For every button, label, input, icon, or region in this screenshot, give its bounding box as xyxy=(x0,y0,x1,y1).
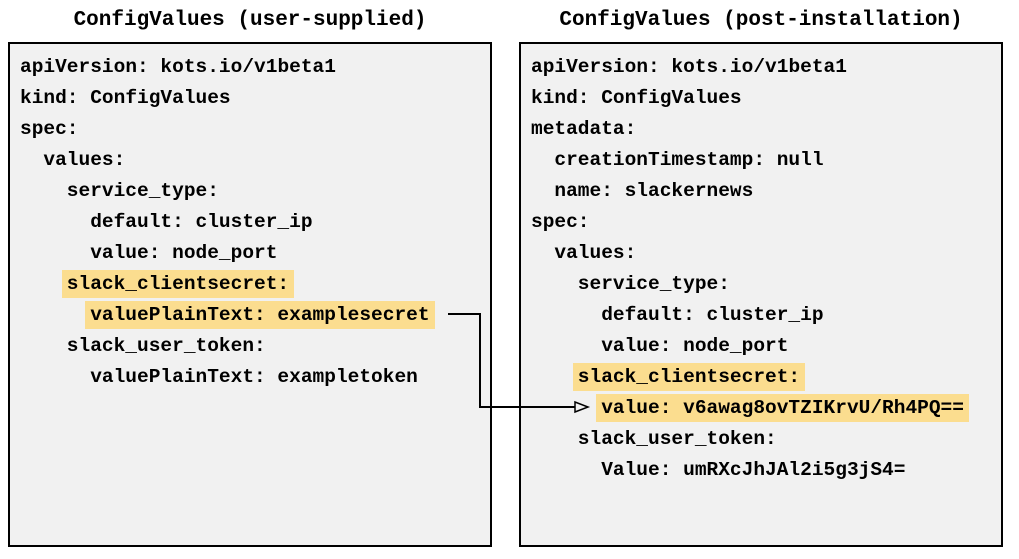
code-line-text: value: node_port xyxy=(90,241,278,264)
code-line: value: node_port xyxy=(531,330,1001,361)
code-line-text: valuePlainText: exampletoken xyxy=(90,365,418,388)
highlighted-line: slack_clientsecret: xyxy=(572,362,806,391)
code-line-text: slack_user_token: xyxy=(66,334,266,357)
code-line-text: Value: umRXcJhJAl2i5g3jS4= xyxy=(601,458,906,481)
code-line-text: kind: ConfigValues xyxy=(20,86,231,109)
code-line: slack_clientsecret: xyxy=(20,268,490,299)
highlighted-line: valuePlainText: examplesecret xyxy=(85,300,435,329)
code-line-text: slack_user_token: xyxy=(577,427,777,450)
code-line: values: xyxy=(531,237,1001,268)
code-line: value: v6awag8ovTZIKrvU/Rh4PQ== xyxy=(531,392,1001,423)
code-line-text: values: xyxy=(43,148,126,171)
code-line-text: default: cluster_ip xyxy=(90,210,313,233)
code-line: service_type: xyxy=(531,268,1001,299)
code-line: service_type: xyxy=(20,175,490,206)
code-line-text: values: xyxy=(554,241,637,264)
panel-title-post-installation: ConfigValues (post-installation) xyxy=(559,9,963,32)
code-line: value: node_port xyxy=(20,237,490,268)
code-line: spec: xyxy=(531,206,1001,237)
code-line: apiVersion: kots.io/v1beta1 xyxy=(20,51,490,82)
config-panel-user-supplied: apiVersion: kots.io/v1beta1 kind: ConfigV… xyxy=(8,42,492,547)
code-line: metadata: xyxy=(531,113,1001,144)
code-line-text: creationTimestamp: null xyxy=(554,148,824,171)
code-line: valuePlainText: examplesecret xyxy=(20,299,490,330)
code-line: spec: xyxy=(20,113,490,144)
code-line: slack_clientsecret: xyxy=(531,361,1001,392)
code-line-text: kind: ConfigValues xyxy=(531,86,742,109)
code-line-text: default: cluster_ip xyxy=(601,303,824,326)
code-line: slack_user_token: xyxy=(531,423,1001,454)
code-line: default: cluster_ip xyxy=(20,206,490,237)
code-line: Value: umRXcJhJAl2i5g3jS4= xyxy=(531,454,1001,485)
code-line: creationTimestamp: null xyxy=(531,144,1001,175)
config-panel-post-installation: apiVersion: kots.io/v1beta1 kind: ConfigV… xyxy=(519,42,1003,547)
code-line-text: metadata: xyxy=(531,117,637,140)
code-line-text: spec: xyxy=(20,117,79,140)
code-line-text: service_type: xyxy=(577,272,730,295)
yaml-code-post-installation: apiVersion: kots.io/v1beta1 kind: ConfigV… xyxy=(521,44,1001,485)
code-line: valuePlainText: exampletoken xyxy=(20,361,490,392)
code-line: default: cluster_ip xyxy=(531,299,1001,330)
code-line-text: spec: xyxy=(531,210,590,233)
code-line: kind: ConfigValues xyxy=(531,82,1001,113)
code-line: values: xyxy=(20,144,490,175)
panel-title-user-supplied: ConfigValues (user-supplied) xyxy=(73,9,427,32)
code-line-text: apiVersion: kots.io/v1beta1 xyxy=(531,55,847,78)
code-line: apiVersion: kots.io/v1beta1 xyxy=(531,51,1001,82)
code-line-text: apiVersion: kots.io/v1beta1 xyxy=(20,55,336,78)
code-line: name: slackernews xyxy=(531,175,1001,206)
code-line: kind: ConfigValues xyxy=(20,82,490,113)
highlighted-line: slack_clientsecret: xyxy=(61,269,295,298)
yaml-code-user-supplied: apiVersion: kots.io/v1beta1 kind: ConfigV… xyxy=(10,44,490,392)
code-line-text: name: slackernews xyxy=(554,179,754,202)
code-line-text: service_type: xyxy=(66,179,219,202)
code-line: slack_user_token: xyxy=(20,330,490,361)
highlighted-line: value: v6awag8ovTZIKrvU/Rh4PQ== xyxy=(596,393,969,422)
code-line-text: value: node_port xyxy=(601,334,789,357)
